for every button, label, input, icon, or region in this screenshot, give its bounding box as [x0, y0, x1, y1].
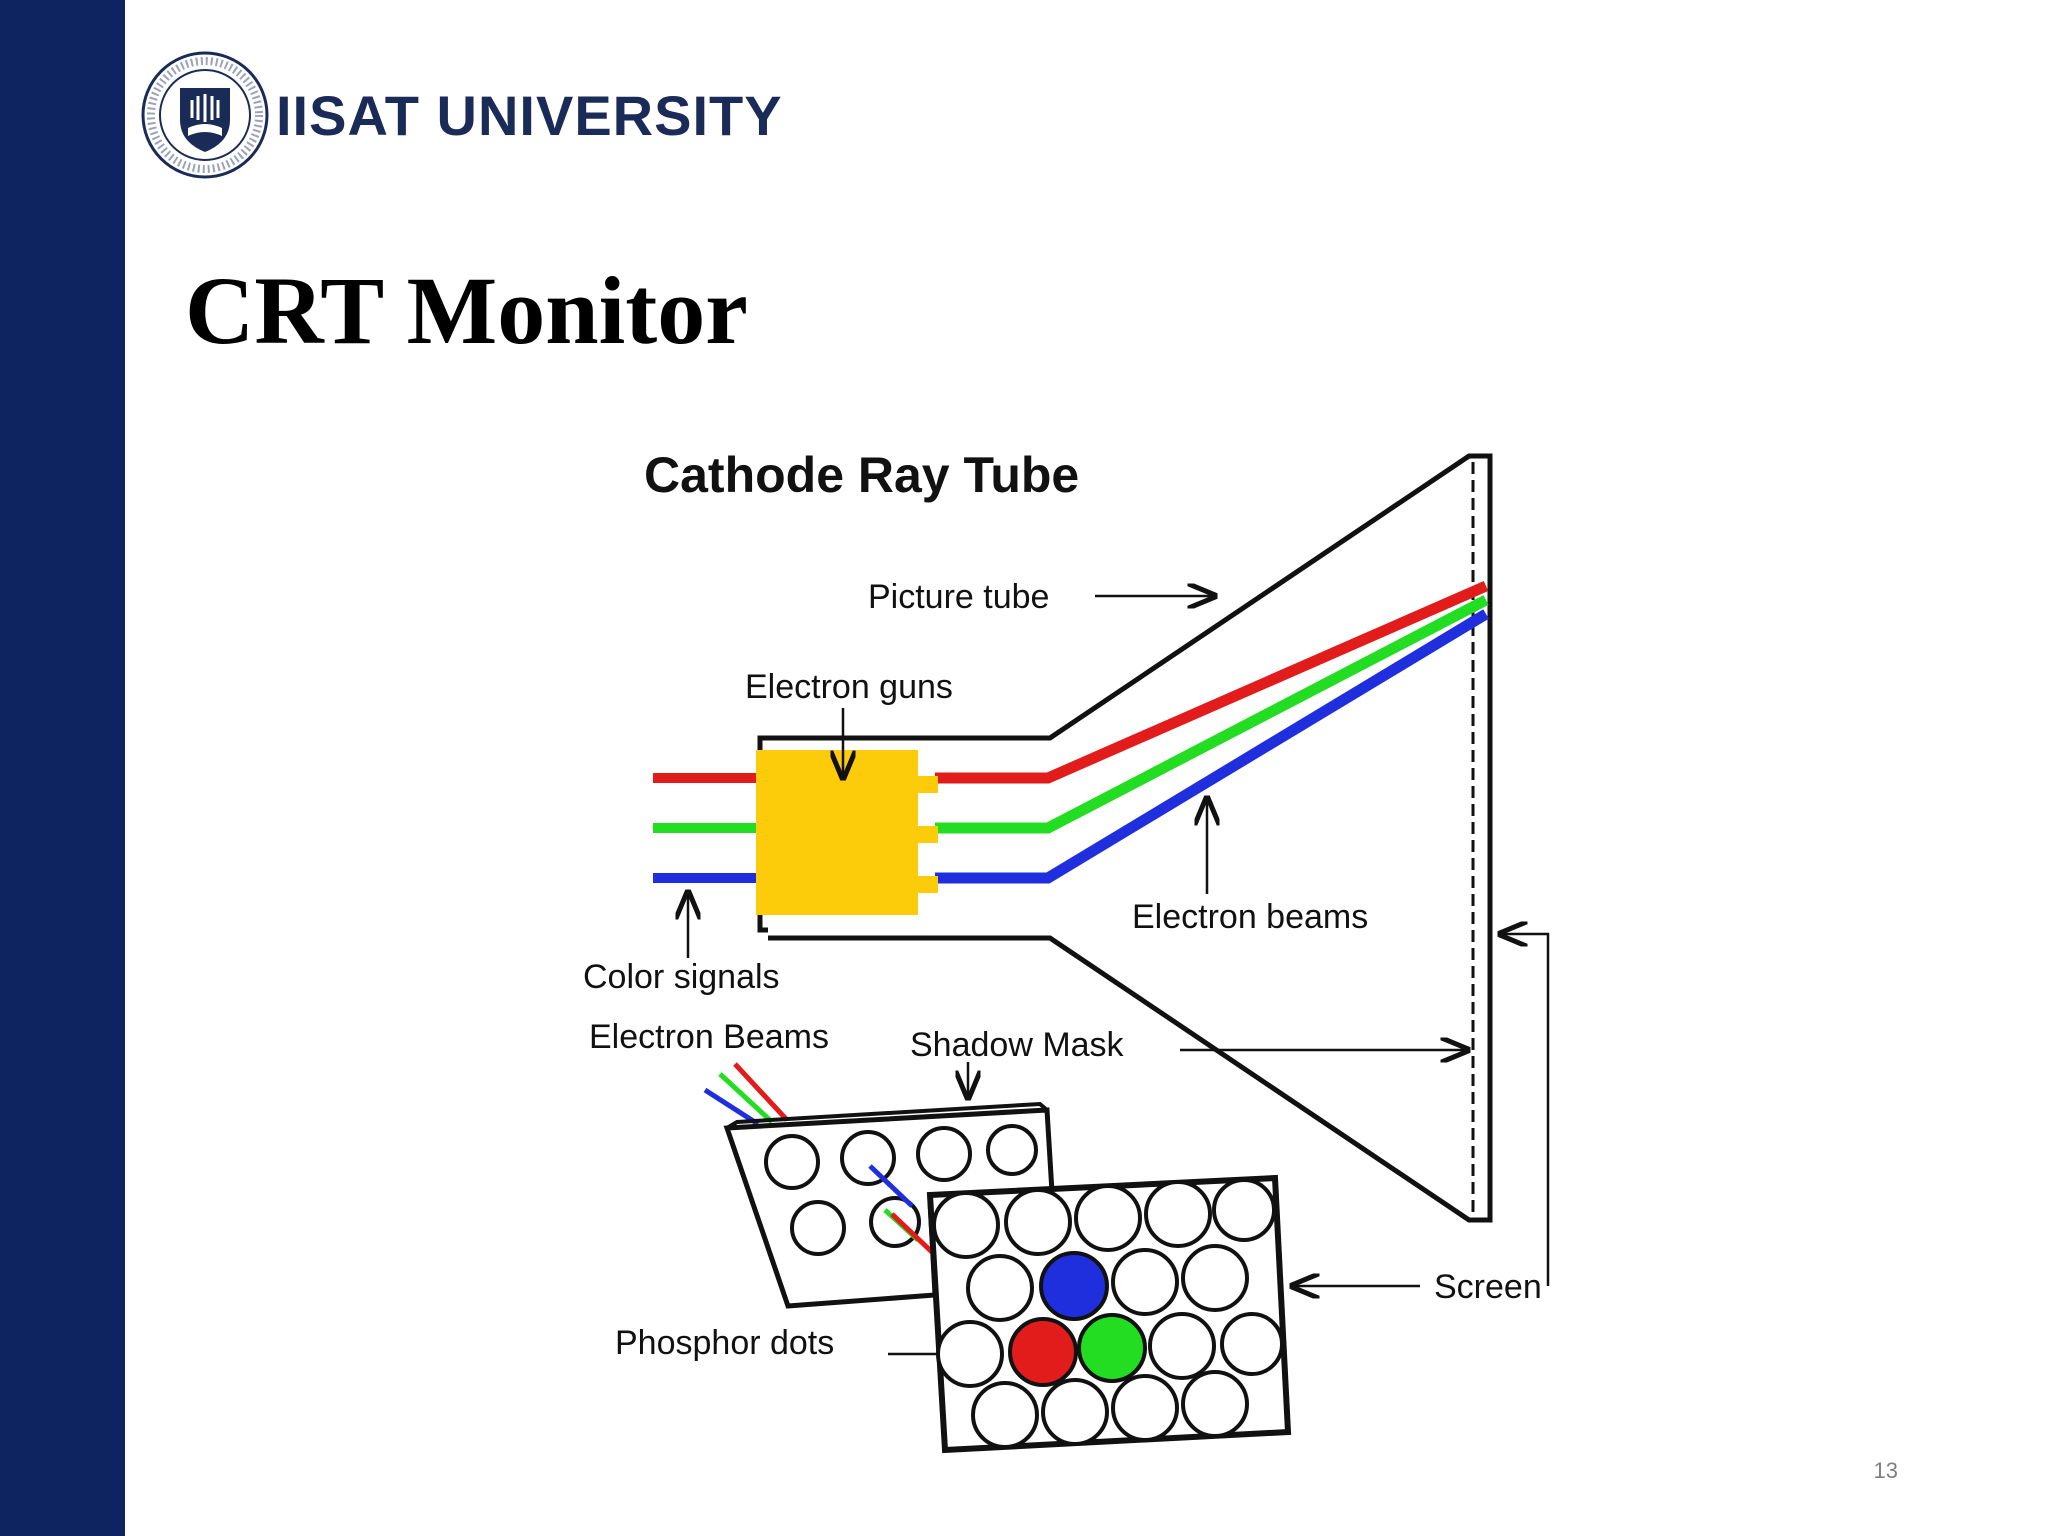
university-seal-logo: [141, 51, 269, 179]
label-electron-guns: Electron guns: [745, 668, 953, 706]
label-screen: Screen: [1434, 1268, 1542, 1306]
arrow-screen-main: [1500, 934, 1550, 1286]
electron-beam-red: [935, 580, 1489, 784]
inset-beam-red: [733, 1062, 789, 1122]
slide-title: CRT Monitor: [185, 257, 748, 364]
phosphor-dot-blue: [1039, 1251, 1109, 1321]
label-color-signals: Color signals: [583, 958, 780, 996]
electron-gun-block: [756, 750, 938, 915]
electron-beam-blue: [935, 609, 1489, 884]
phosphor-dot-green: [1077, 1313, 1147, 1383]
crt-diagram: Cathode Ray Tube Picture tube Electron g…: [583, 447, 1550, 1454]
label-picture-tube: Picture tube: [868, 578, 1049, 616]
inset-phosphor-screen: [926, 1174, 1292, 1454]
label-electron-beams: Electron beams: [1132, 898, 1368, 936]
inset-beam-blue: [703, 1087, 760, 1127]
university-brand: IISAT UNIVERSITY: [140, 50, 783, 180]
university-name: IISAT UNIVERSITY: [276, 83, 783, 147]
diagram-title: Cathode Ray Tube: [644, 447, 1079, 503]
side-accent-bar: [0, 0, 125, 1536]
label-shadow-mask: Shadow Mask: [910, 1026, 1125, 1064]
inset-beam-green: [718, 1072, 774, 1124]
electron-beam-green: [935, 595, 1489, 834]
phosphor-dot-red: [1008, 1317, 1078, 1387]
label-electron-beams-inset: Electron Beams: [589, 1018, 829, 1056]
inset-shadow-mask: [723, 1101, 1055, 1309]
page-number: 13: [1873, 1458, 1898, 1483]
label-phosphor-dots: Phosphor dots: [615, 1324, 834, 1362]
